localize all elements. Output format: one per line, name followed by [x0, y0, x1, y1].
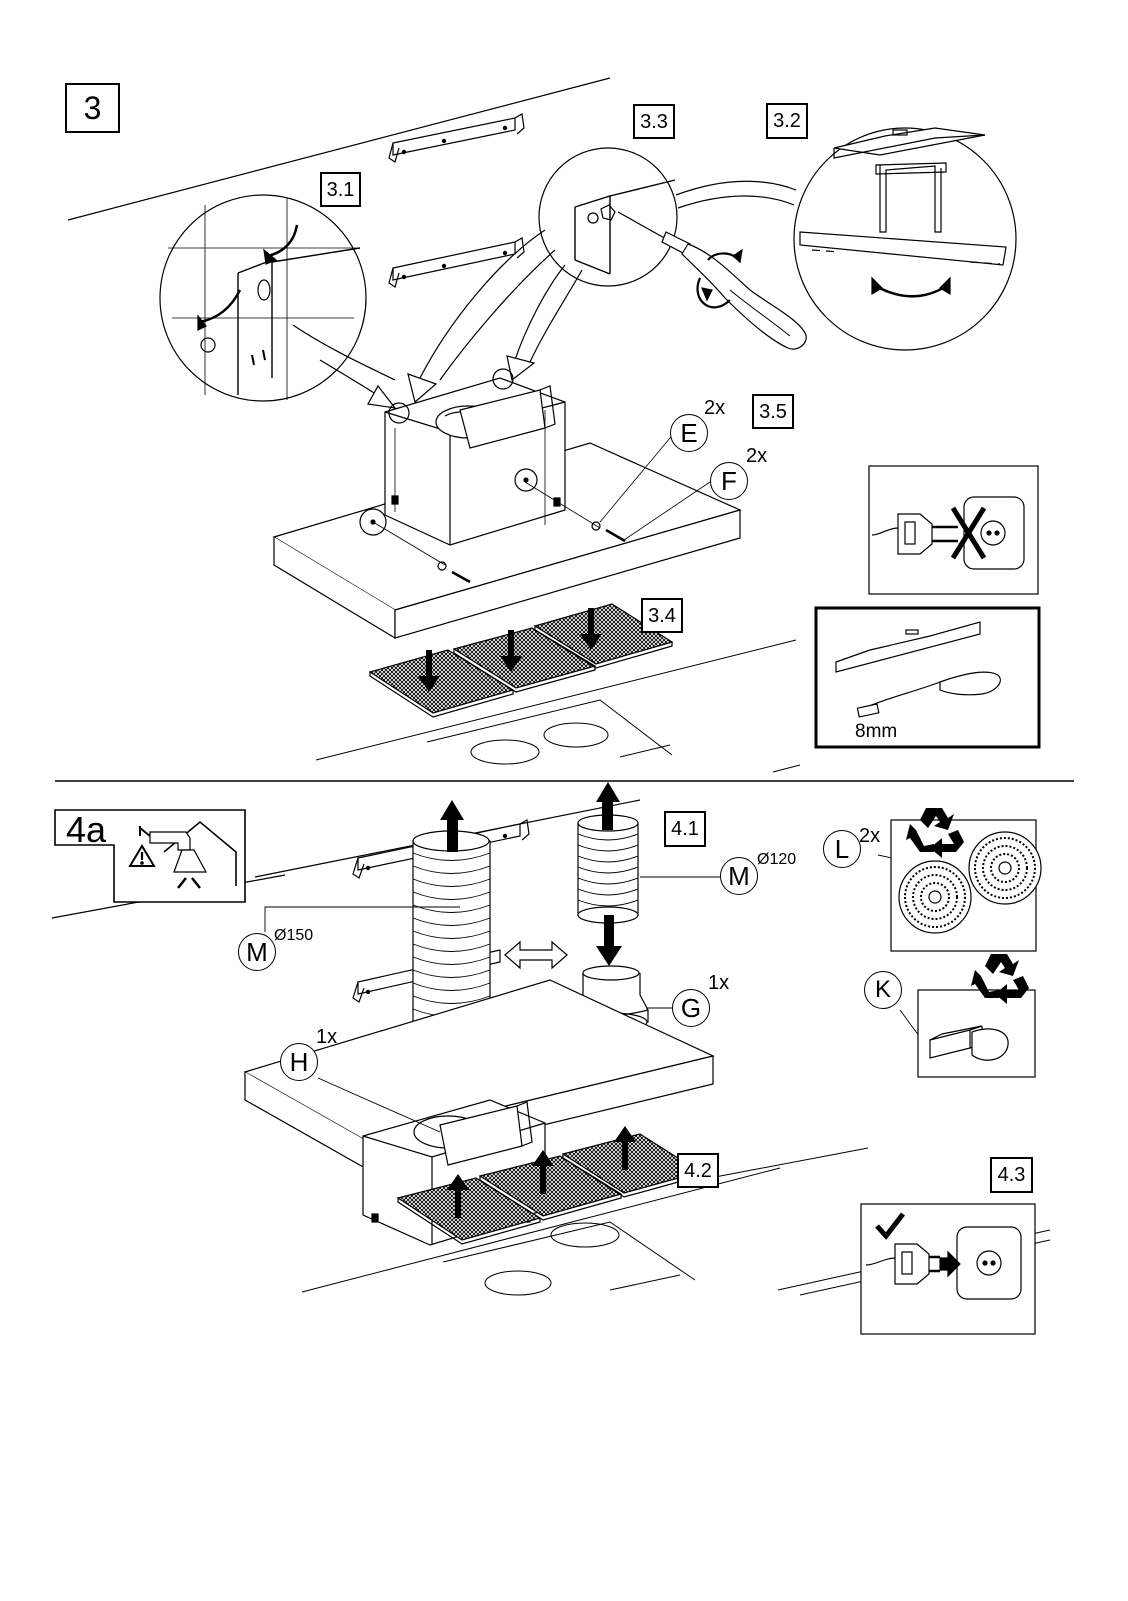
- part-L-quantity: 2x: [859, 825, 881, 847]
- part-M120-size: Ø120: [757, 851, 797, 868]
- part-M120-callout: M: [720, 857, 758, 895]
- part-E-callout: E: [670, 414, 708, 452]
- detail-circle-3-3: [538, 147, 678, 287]
- step-3-4-label: 3.4: [641, 598, 683, 633]
- step-3-3-label: 3.3: [633, 104, 675, 139]
- screwdriver-size-label: 8mm: [855, 721, 898, 742]
- part-L-callout: L: [823, 830, 861, 868]
- detail-circle-3-1: [159, 194, 367, 402]
- recycle-icon-2: [971, 954, 1029, 1004]
- step-4-3-label: 4.3: [990, 1157, 1033, 1193]
- flexible-duct-120: [577, 814, 639, 924]
- K-panel: [917, 989, 1036, 1078]
- leader-lines: [264, 854, 923, 1133]
- mounting-bracket-lower: [388, 237, 525, 288]
- worktop-lines-section-3: [315, 639, 801, 773]
- step-3-label: 3: [65, 83, 120, 133]
- plug-in-panel: [860, 1203, 1036, 1335]
- ducted-mode-icon: [54, 809, 246, 903]
- tools-panel: [814, 606, 1041, 749]
- part-H-callout: H: [280, 1043, 318, 1081]
- part-F-callout: F: [710, 462, 748, 500]
- recycle-icon: [906, 808, 964, 858]
- filter-up-arrows: [447, 1126, 636, 1218]
- step-3-5-label: 3.5: [752, 394, 794, 429]
- part-E-quantity: 2x: [704, 397, 726, 419]
- part-G-quantity: 1x: [708, 972, 730, 994]
- step-4-2-label: 4.2: [677, 1153, 719, 1188]
- callout-arrows-section-3: [292, 180, 797, 409]
- part-F-quantity: 2x: [746, 445, 768, 467]
- part-G-callout: G: [672, 989, 710, 1027]
- filter-down-arrows: [418, 608, 602, 692]
- step-4-1-label: 4.1: [664, 811, 706, 847]
- step-3-2-label: 3.2: [766, 103, 808, 139]
- part-H-quantity: 1x: [316, 1026, 338, 1048]
- step-3-1-label: 3.1: [320, 172, 361, 207]
- step-4a-label: 4a: [66, 809, 107, 850]
- part-M150-size: Ø150: [274, 927, 314, 944]
- part-M150-callout: M: [238, 933, 276, 971]
- wall-ceiling-line: [67, 77, 611, 221]
- unplug-panel: [868, 465, 1039, 595]
- detail-circle-3-2: [793, 127, 1017, 351]
- mounting-bracket-upper: [388, 113, 525, 163]
- cooker-hood-section-3: [272, 368, 742, 640]
- carbon-filter-2: [968, 831, 1042, 905]
- grease-filters-section-3: [368, 603, 674, 718]
- screwdriver-3-3: [617, 211, 807, 350]
- exchange-arrow: [504, 940, 568, 970]
- part-K-callout: K: [864, 971, 902, 1009]
- carbon-filter-1: [898, 860, 972, 934]
